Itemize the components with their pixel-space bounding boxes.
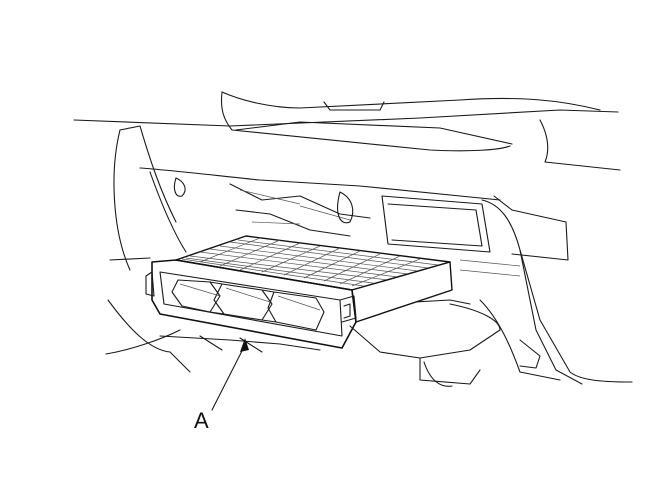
dashboard-outline: [73, 91, 633, 387]
cabin-filter: [145, 235, 453, 349]
callout-leader: [211, 338, 249, 411]
callout-label-a: A: [194, 408, 209, 433]
